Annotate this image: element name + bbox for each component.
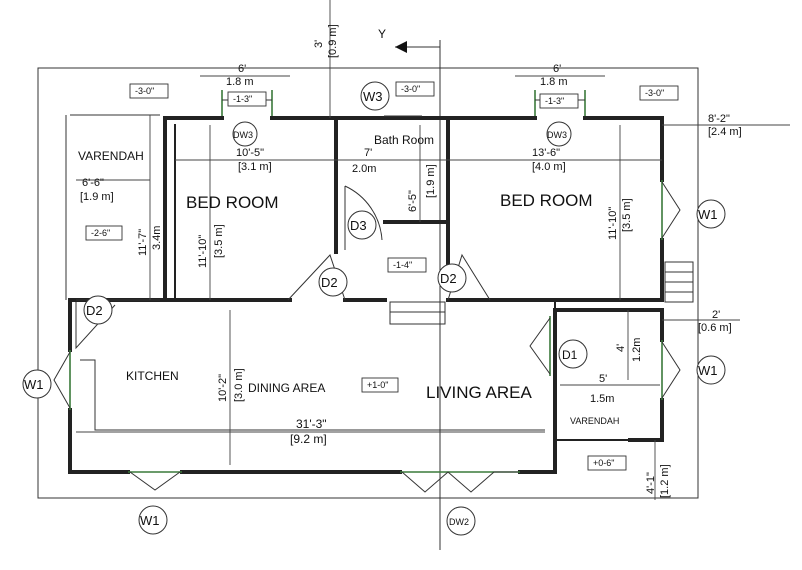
tag-d2-left: D2 bbox=[86, 303, 103, 318]
dim-bed-right-h-ft: 11'-10" bbox=[607, 207, 619, 240]
level-varendah: -2-6" bbox=[91, 228, 110, 238]
level-marks: -3-0" -3-0" -3-0" -1-3" -1-3" -2-6" -1-4… bbox=[85, 81, 679, 471]
dimension-text: 3' [0.9 m] 6' 1.8 m 6' 1.8 m 8'-2" [2.4 … bbox=[80, 24, 742, 498]
tag-w1-bottom: W1 bbox=[140, 513, 160, 528]
dim-dw3-right-ft: 6' bbox=[553, 63, 561, 75]
dim-total-w-ft: 31'-3" bbox=[296, 417, 327, 431]
dim-right-top-ft: 8'-2" bbox=[708, 113, 730, 125]
level-dw3-right: -1-3" bbox=[545, 96, 564, 106]
tag-w3: W3 bbox=[363, 89, 383, 104]
tag-dw2: DW2 bbox=[449, 517, 469, 527]
dim-bed-right-w-ft: 13'-6" bbox=[532, 147, 560, 159]
tag-w1-right-top: W1 bbox=[698, 207, 718, 222]
room-varendah-right: VARENDAH bbox=[570, 416, 619, 426]
dim-right-mid-ft: 2' bbox=[712, 309, 720, 321]
dim-bath-w-ft: 7' bbox=[364, 147, 372, 159]
level-dw3-left: -1-3" bbox=[233, 94, 252, 104]
dim-varendah-w-m: [1.9 m] bbox=[80, 191, 114, 203]
dim-bath-h-ft: 6'-5" bbox=[407, 190, 419, 212]
dim-bed-right-h-m: [3.5 m] bbox=[621, 198, 633, 232]
dim-bed-left-h-m: [3.5 m] bbox=[213, 224, 225, 258]
room-bed-room-left: BED ROOM bbox=[186, 193, 279, 212]
room-kitchen: KITCHEN bbox=[126, 369, 179, 383]
room-varendah-left: VARENDAH bbox=[78, 149, 144, 163]
tag-d2-bath: D2 bbox=[440, 271, 457, 286]
axis-y-label: Y bbox=[378, 27, 386, 41]
dim-d1-w-ft: 5' bbox=[599, 373, 607, 385]
tag-dw3-right: DW3 bbox=[547, 130, 567, 140]
dim-d1-w-m: 1.5m bbox=[590, 393, 614, 405]
dim-dw3-left-ft: 6' bbox=[238, 63, 246, 75]
dimension-lines bbox=[76, 0, 790, 500]
level-dining: +1-0" bbox=[367, 380, 388, 390]
dim-bath-w-m: 2.0m bbox=[352, 163, 376, 175]
dim-right-bottom-m: [1.2 m] bbox=[659, 464, 671, 498]
dim-dining-h-m: [3.0 m] bbox=[233, 368, 245, 402]
tag-d1: D1 bbox=[562, 348, 578, 362]
dim-top-center-m: [0.9 m] bbox=[327, 24, 339, 58]
dim-dw3-right-m: 1.8 m bbox=[540, 76, 568, 88]
tag-dw3-left: DW3 bbox=[233, 130, 253, 140]
tag-d2-center: D2 bbox=[321, 275, 338, 290]
room-bath-room: Bath Room bbox=[374, 133, 434, 147]
level-top-right: -3-0" bbox=[645, 88, 664, 98]
axis-arrow-icon bbox=[395, 41, 407, 53]
site-boundary bbox=[37, 67, 699, 499]
dim-bath-h-m: [1.9 m] bbox=[425, 164, 437, 198]
level-top-w3: -3-0" bbox=[401, 84, 420, 94]
tag-d3: D3 bbox=[350, 218, 367, 233]
dim-right-mid-m: [0.6 m] bbox=[698, 322, 732, 334]
dim-total-w-m: [9.2 m] bbox=[290, 432, 327, 446]
dim-right-top-m: [2.4 m] bbox=[708, 126, 742, 138]
dim-d1-h-ft: 4' bbox=[615, 344, 627, 352]
dim-bed-left-h-ft: 11'-10" bbox=[197, 235, 209, 268]
opening-tags: W3 DW3 DW3 D3 D2 D2 D2 W1 W1 W1 W1 D1 DW… bbox=[22, 81, 726, 536]
dim-dining-h-ft: 10'-2" bbox=[217, 374, 229, 402]
level-hall: -1-4" bbox=[393, 260, 412, 270]
walls bbox=[65, 114, 664, 474]
level-varendah-right: +0-6" bbox=[593, 458, 614, 468]
room-bed-room-right: BED ROOM bbox=[500, 191, 593, 210]
dim-bed-left-w-m: [3.1 m] bbox=[238, 161, 272, 173]
dim-d1-h-m: 1.2m bbox=[631, 338, 643, 362]
level-top-left: -3-0" bbox=[135, 86, 154, 96]
dim-varendah-h-ft: 11'-7" bbox=[137, 229, 149, 256]
tag-w1-left: W1 bbox=[24, 377, 44, 392]
dim-bed-left-w-ft: 10'-5" bbox=[236, 147, 264, 159]
tag-w1-right-bottom: W1 bbox=[698, 363, 718, 378]
room-dining-area: DINING AREA bbox=[248, 381, 325, 395]
dim-bed-right-w-m: [4.0 m] bbox=[532, 161, 566, 173]
dim-right-bottom-ft: 4'-1" bbox=[645, 472, 657, 494]
dim-top-center-ft: 3' bbox=[313, 40, 325, 48]
dim-varendah-w-ft: 6'-6" bbox=[82, 177, 104, 189]
dim-dw3-left-m: 1.8 m bbox=[226, 76, 254, 88]
room-living-area: LIVING AREA bbox=[426, 383, 532, 402]
dim-varendah-h-m: 3.4m bbox=[151, 226, 163, 250]
